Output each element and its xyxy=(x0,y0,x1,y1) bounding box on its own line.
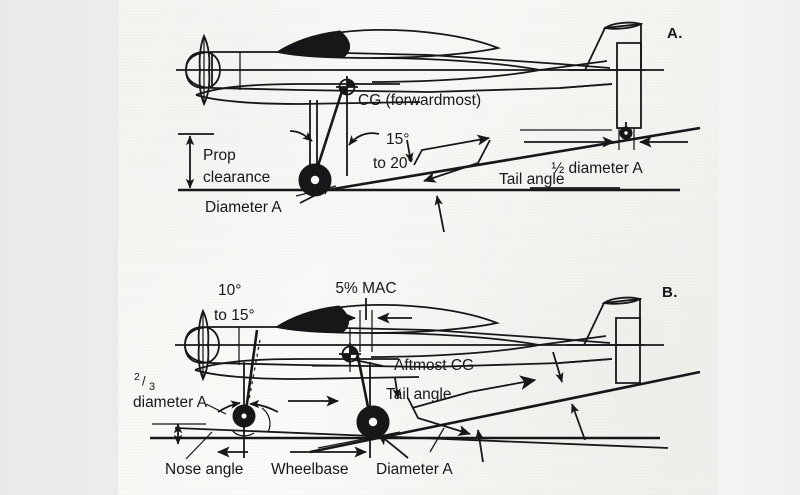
fraction-denominator: 3 xyxy=(149,381,155,393)
label-nose-angle: Nose angle xyxy=(165,461,243,478)
label-diameter-a: Diameter A xyxy=(205,199,282,216)
half-diameter-dimension-a xyxy=(520,128,688,150)
leader-arrow-gear-a xyxy=(289,130,313,142)
label-aftmost-cg: Aftmost CG xyxy=(394,357,474,374)
canopy-b xyxy=(274,304,501,334)
label-diameter-a-b: Diameter A xyxy=(376,461,453,478)
fraction-slash: / xyxy=(142,373,146,388)
label-prop-clearance-line1: Prop xyxy=(203,147,236,164)
leader-line-aftmost-cg xyxy=(354,359,384,367)
label-angle-to-20deg: to 20° xyxy=(373,155,414,172)
label-five-percent-mac: 5% MAC xyxy=(335,280,396,297)
label-tail-angle-b: Tail angle xyxy=(386,386,452,403)
label-half-diameter-a: ½ diameter A xyxy=(551,160,643,177)
fraction-numerator: 2 xyxy=(134,371,140,383)
mac-dimension-b xyxy=(322,298,412,352)
tail-angle-line-a xyxy=(314,126,701,194)
panel-a-letter: A. xyxy=(667,25,683,42)
panel-b-letter: B. xyxy=(662,284,678,301)
rotation-reference-line-b xyxy=(174,427,669,449)
fuselage-outline-a xyxy=(185,51,613,93)
panel-a-drawing xyxy=(176,21,701,233)
tail-wheel-a xyxy=(619,122,633,140)
prop-clearance-dimension-a xyxy=(178,133,214,189)
tail-boom-b xyxy=(538,335,612,364)
label-angle-10deg: 10° xyxy=(218,282,241,299)
tail-angle-line-b xyxy=(309,370,701,454)
panel-b-drawing xyxy=(150,296,701,463)
label-angle-to-15deg: to 15° xyxy=(214,307,255,324)
leader-arrow-up-b xyxy=(571,403,586,441)
label-wheelbase: Wheelbase xyxy=(271,461,349,478)
vertical-fin-a xyxy=(584,21,644,129)
tail-angle-callout-a xyxy=(405,134,491,183)
tail-boom-a xyxy=(539,60,613,89)
label-two-thirds-diameter-a: diameter A xyxy=(133,394,208,411)
label-prop-clearance-line2: clearance xyxy=(203,169,270,186)
wing-b xyxy=(194,358,420,380)
wheelbase-dimension-b xyxy=(216,426,371,458)
scanned-paper-sheet xyxy=(118,0,718,495)
two-thirds-dimension-b xyxy=(152,423,206,445)
nose-gear-b xyxy=(232,329,261,428)
label-cg-forwardmost: CG (forwardmost) xyxy=(358,92,481,109)
leader-line-nose-angle xyxy=(185,431,213,460)
leader-arrow-angle-a xyxy=(348,132,380,146)
leader-arrow-down-b xyxy=(552,351,564,383)
leader-arrow-up2-b xyxy=(475,429,484,463)
label-two-thirds-fraction: 2 / 3 xyxy=(134,371,155,393)
label-angle-15deg: 15° xyxy=(386,131,409,148)
label-tail-angle-a: Tail angle xyxy=(499,171,565,188)
cg-crosshair-symbol xyxy=(336,76,358,98)
wing-a xyxy=(195,83,421,105)
vertical-fin-b xyxy=(583,296,643,384)
leader-arrow-up-a xyxy=(434,195,445,233)
fuselage-outline-b xyxy=(184,326,613,368)
main-gear-b xyxy=(355,351,390,439)
tail-angle-callout-b xyxy=(392,375,537,436)
leader-line-two-thirds xyxy=(205,403,227,415)
canopy-a xyxy=(275,29,502,59)
